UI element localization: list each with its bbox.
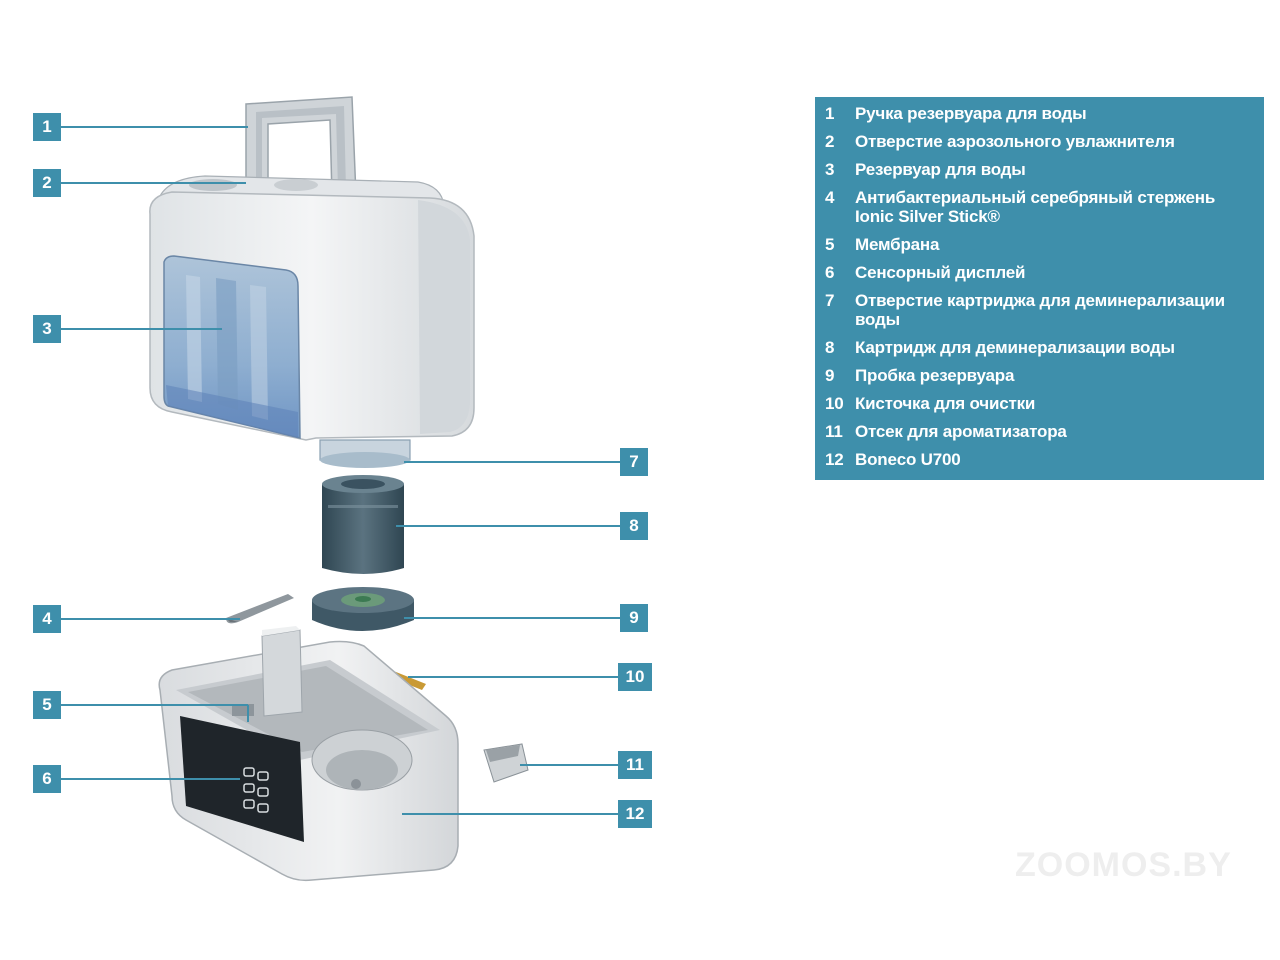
callout-3: 3 [33, 315, 61, 343]
legend-number: 3 [825, 160, 835, 179]
legend-number: 8 [825, 338, 835, 357]
legend-item: 10 Кисточка для очистки [825, 394, 1254, 413]
legend-number: 1 [825, 104, 835, 123]
legend-text: Антибактериальный серебряный стержень Io… [855, 188, 1216, 226]
water-tank-unit [149, 96, 475, 468]
legend-number: 2 [825, 132, 835, 151]
legend-text: Картридж для деминерализации воды [855, 338, 1175, 357]
touch-display-panel [180, 716, 304, 842]
callout-5: 5 [33, 691, 61, 719]
legend-text: Ручка резервуара для воды [855, 104, 1087, 123]
legend-number: 10 [825, 394, 844, 413]
legend-item: 12 Boneco U700 [825, 450, 1254, 469]
callout-6: 6 [33, 765, 61, 793]
parts-legend: 1 Ручка резервуара для воды 2 Отверстие аэ… [815, 97, 1264, 480]
legend-text: Резервуар для воды [855, 160, 1026, 179]
callout-12: 12 [618, 800, 652, 828]
leader-lines [60, 126, 620, 815]
legend-text: Отверстие картриджа для деминерализации … [855, 291, 1225, 329]
watermark: ZOOMOS.BY [1015, 846, 1232, 884]
legend-item: 8 Картридж для деминерализации воды [825, 338, 1254, 357]
callout-2: 2 [33, 169, 61, 197]
legend-item: 6 Сенсорный дисплей [825, 263, 1254, 282]
legend-number: 5 [825, 235, 835, 254]
callout-9: 9 [620, 604, 648, 632]
callout-1: 1 [33, 113, 61, 141]
demineralization-cartridge [322, 475, 404, 574]
legend-item: 7 Отверстие картриджа для деминерализации… [825, 291, 1254, 329]
legend-item: 4 Антибактериальный серебряный стержень I… [825, 188, 1254, 226]
legend-text: Пробка резервуара [855, 366, 1015, 385]
legend-text: Кисточка для очистки [855, 394, 1036, 413]
legend-number: 7 [825, 291, 835, 310]
legend-number: 4 [825, 188, 835, 207]
callout-4: 4 [33, 605, 61, 633]
touch-display-icons [243, 767, 269, 813]
callout-11: 11 [618, 751, 652, 779]
legend-item: 2 Отверстие аэрозольного увлажнителя [825, 132, 1254, 151]
legend-text: Сенсорный дисплей [855, 263, 1026, 282]
legend-number: 6 [825, 263, 835, 282]
legend-item: 11 Отсек для ароматизатора [825, 422, 1254, 441]
callout-8: 8 [620, 512, 648, 540]
legend-item: 5 Мембрана [825, 235, 1254, 254]
aroma-compartment [483, 743, 529, 783]
legend-text: Отсек для ароматизатора [855, 422, 1067, 441]
legend-text: Отверстие аэрозольного увлажнителя [855, 132, 1175, 151]
legend-number: 11 [825, 422, 843, 441]
tank-cap [312, 587, 414, 631]
legend-text: Мембрана [855, 235, 940, 254]
humidifier-base [158, 626, 459, 882]
legend-item: 1 Ручка резервуара для воды [825, 104, 1254, 123]
legend-item: 3 Резервуар для воды [825, 160, 1254, 179]
legend-text: Boneco U700 [855, 450, 961, 469]
legend-item: 9 Пробка резервуара [825, 366, 1254, 385]
callout-10: 10 [618, 663, 652, 691]
callout-7: 7 [620, 448, 648, 476]
legend-number: 9 [825, 366, 835, 385]
mist-outlet [189, 179, 237, 191]
legend-number: 12 [825, 450, 844, 469]
